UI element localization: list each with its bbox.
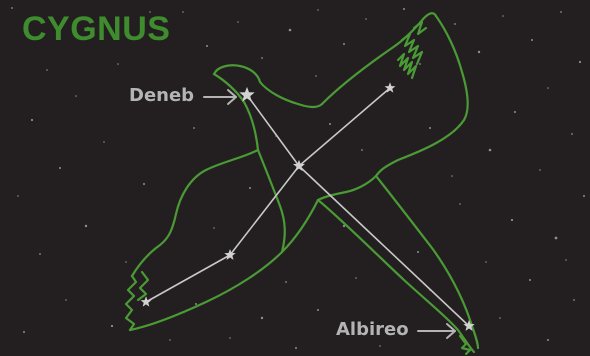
deneb-label: Deneb xyxy=(129,87,194,105)
background-stars xyxy=(11,7,585,349)
constellation-title: CYGNUS xyxy=(22,12,170,46)
swan-outline xyxy=(126,13,478,354)
albireo-label: Albireo xyxy=(336,321,409,339)
constellation-lines xyxy=(146,88,469,326)
constellation-stars xyxy=(141,82,475,331)
deneb-arrow xyxy=(204,90,236,104)
albireo-arrow xyxy=(418,324,455,338)
